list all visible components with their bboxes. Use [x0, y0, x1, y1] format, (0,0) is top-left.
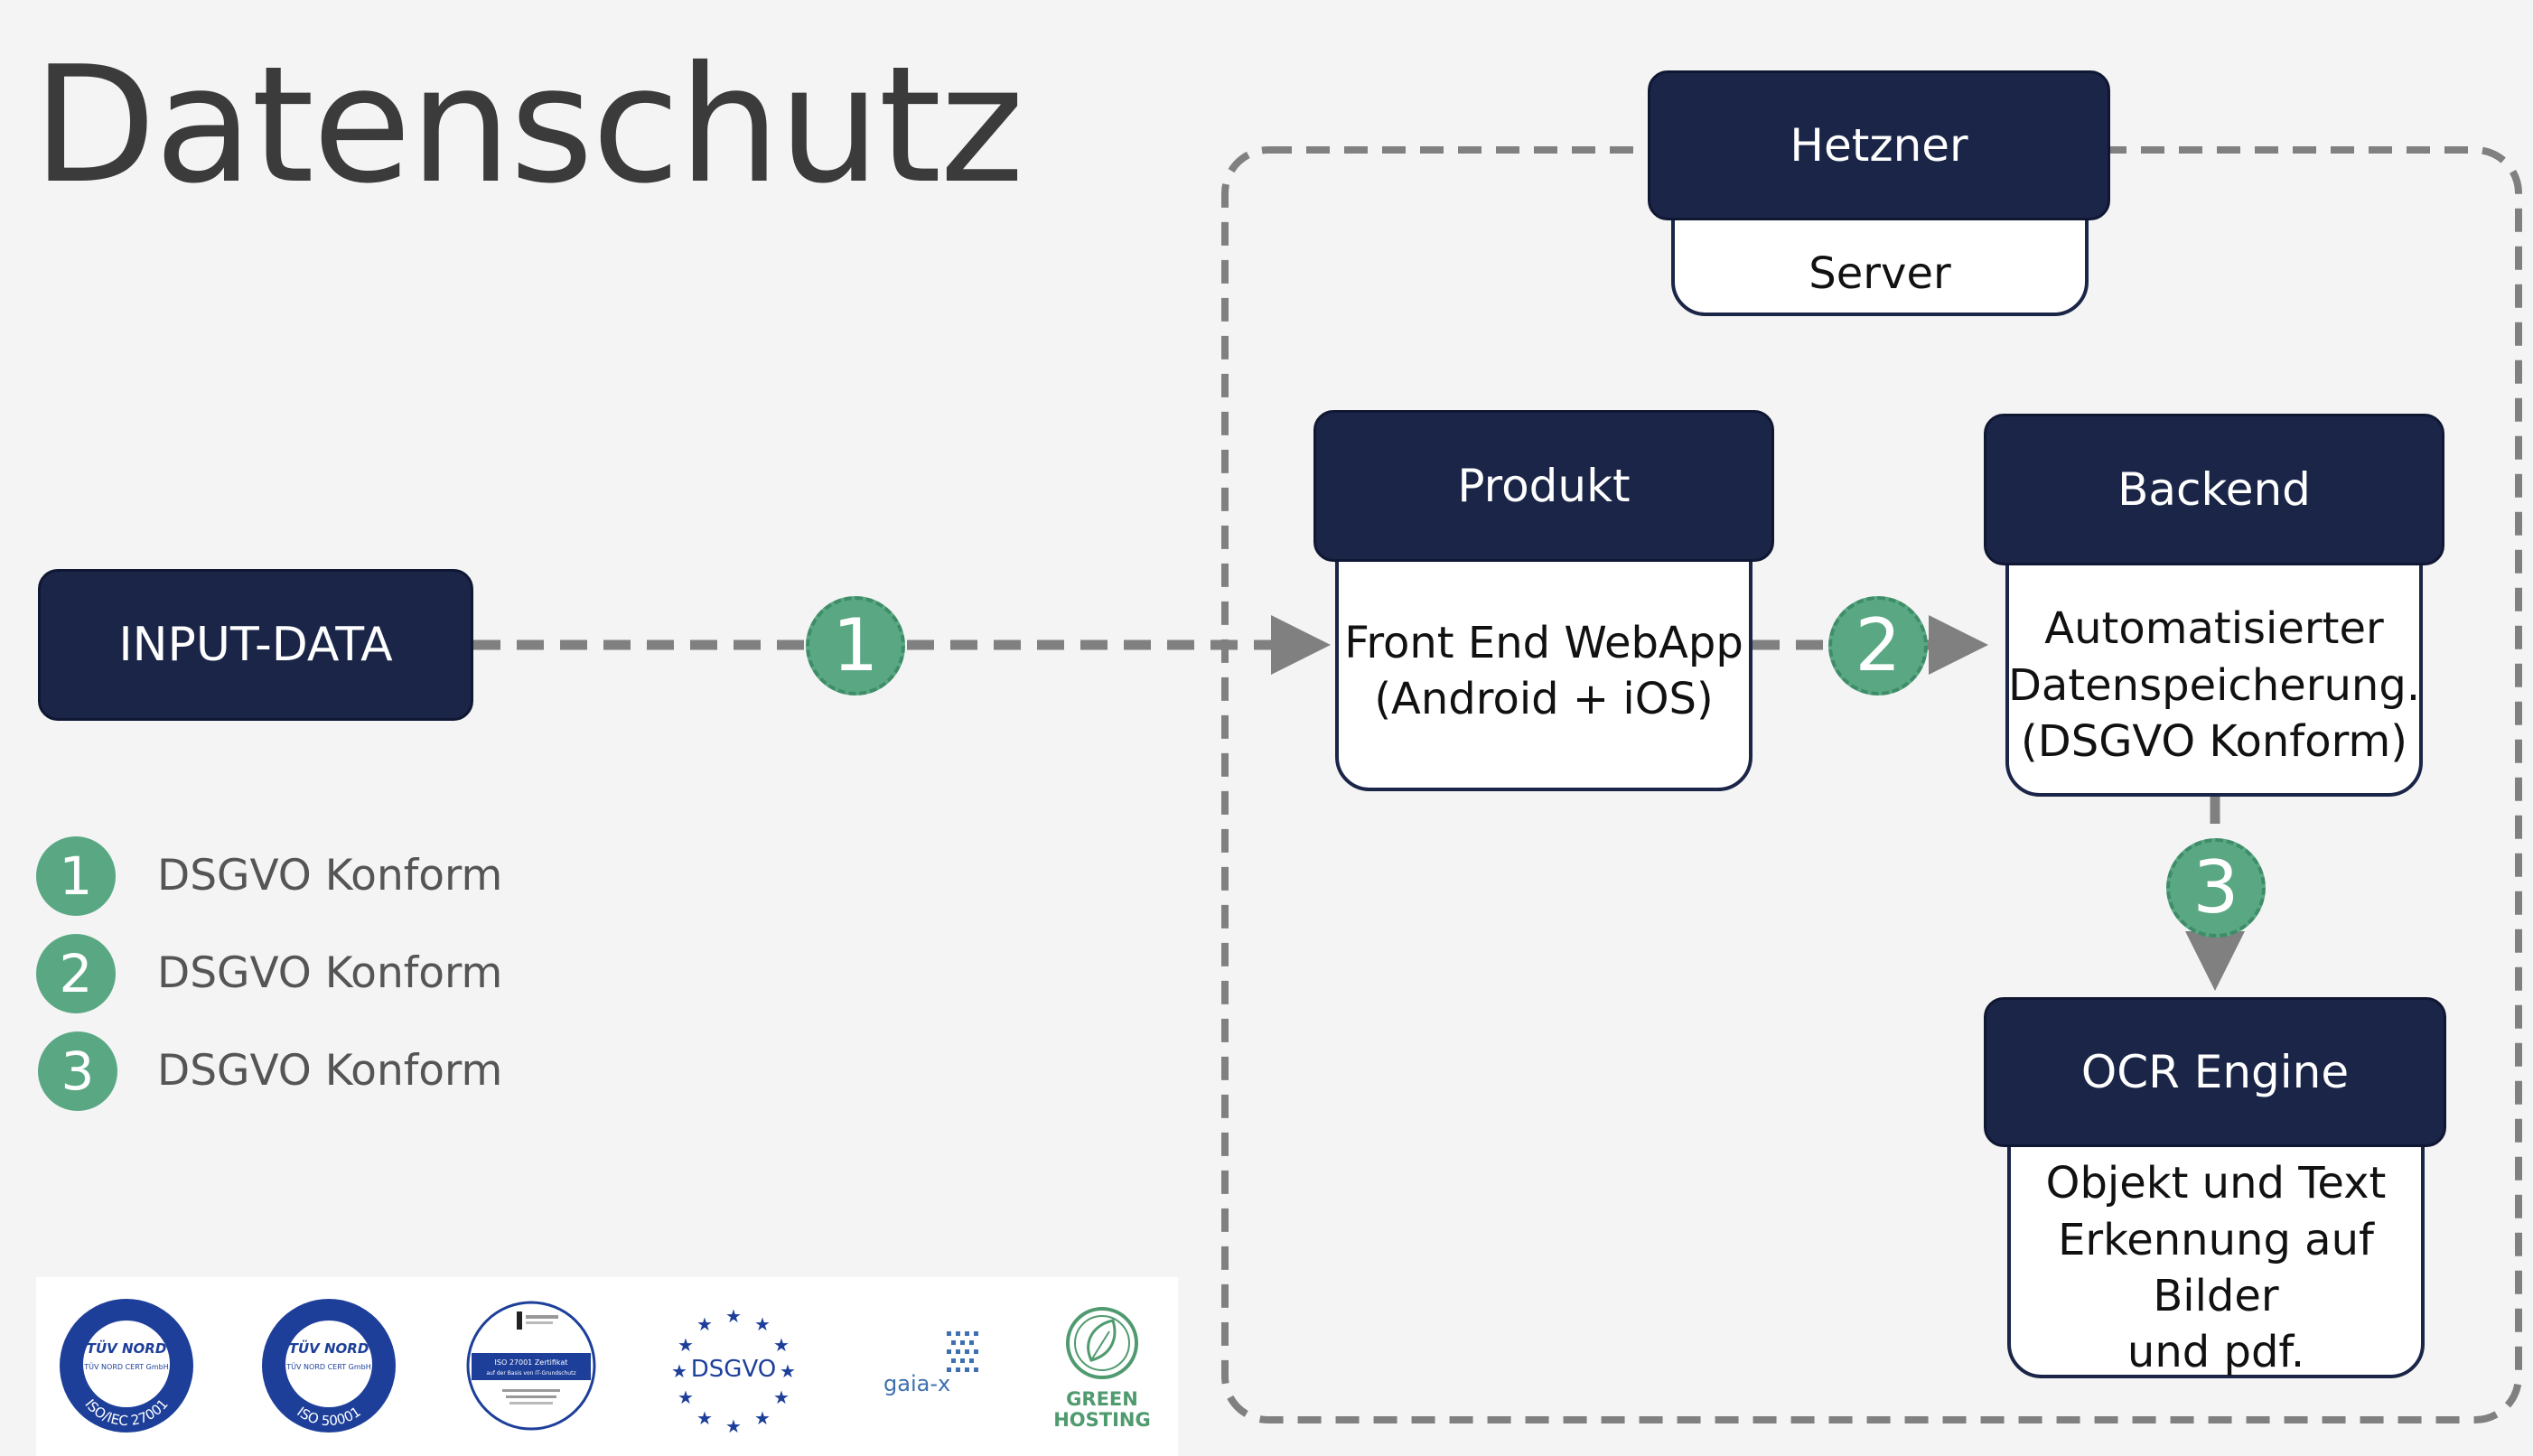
- backend-body: Automatisierter Datenspeicherung. (DSGVO…: [2005, 547, 2423, 797]
- tuv-nord-iso50001-logo: TÜV NORD TÜV NORD CERT GmbH ISO 50001: [262, 1299, 396, 1433]
- legend-badge-3: 3: [38, 1031, 117, 1111]
- svg-text:gaia-x: gaia-x: [883, 1371, 950, 1396]
- legend-label-2: DSGVO Konform: [157, 948, 503, 998]
- svg-text:★: ★: [678, 1386, 694, 1408]
- step-badge-2: 2: [1828, 596, 1928, 695]
- legend-label-3: DSGVO Konform: [157, 1046, 503, 1096]
- certification-logos: TÜV NORD TÜV NORD CERT GmbH ISO/IEC 2700…: [36, 1277, 1178, 1456]
- svg-text:HOSTING: HOSTING: [1053, 1409, 1151, 1431]
- produkt-header: Produkt: [1313, 410, 1774, 562]
- svg-text:★: ★: [725, 1415, 742, 1437]
- step-badge-3: 3: [2166, 838, 2266, 938]
- svg-text:GREEN: GREEN: [1066, 1388, 1138, 1410]
- backend-header: Backend: [1984, 414, 2444, 565]
- svg-text:TÜV NORD CERT GmbH: TÜV NORD CERT GmbH: [83, 1362, 168, 1371]
- hetzner-boundary: [1221, 146, 2522, 1423]
- green-hosting-logo: GREEN HOSTING: [1053, 1307, 1151, 1431]
- svg-text:★: ★: [696, 1407, 713, 1429]
- svg-text:TÜV NORD: TÜV NORD: [87, 1339, 167, 1357]
- svg-text:★: ★: [780, 1360, 796, 1382]
- svg-text:★: ★: [725, 1305, 742, 1327]
- svg-text:★: ★: [678, 1334, 694, 1356]
- svg-text:TÜV NORD: TÜV NORD: [289, 1339, 369, 1357]
- svg-text:★: ★: [754, 1313, 771, 1335]
- gaia-x-logo: gaia-x: [883, 1331, 978, 1396]
- dsgvo-eu-logo: ★ ★ ★ ★ ★ ★ ★ ★ ★ ★ ★ ★ DSGVO: [671, 1305, 796, 1437]
- svg-text:DSGVO: DSGVO: [691, 1356, 776, 1383]
- svg-text:★: ★: [773, 1386, 790, 1408]
- legend-badge-1: 1: [36, 836, 116, 916]
- hetzner-header: Hetzner: [1648, 70, 2110, 220]
- bsi-iso27001-seal: ISO 27001 Zertifikat auf der Basis von I…: [466, 1301, 596, 1431]
- svg-text:★: ★: [696, 1313, 713, 1335]
- produkt-body: Front End WebApp (Android + iOS): [1335, 542, 1753, 791]
- svg-text:★: ★: [671, 1360, 687, 1382]
- svg-text:★: ★: [754, 1407, 771, 1429]
- step-badge-1: 1: [806, 596, 905, 695]
- svg-text:ISO 27001 Zertifikat: ISO 27001 Zertifikat: [495, 1358, 568, 1367]
- ocr-header: OCR Engine: [1984, 997, 2446, 1147]
- svg-text:TÜV NORD CERT GmbH: TÜV NORD CERT GmbH: [285, 1362, 370, 1371]
- page-title: Datenschutz: [33, 32, 1024, 219]
- svg-text:★: ★: [773, 1334, 790, 1356]
- tuv-nord-iso27001-logo: TÜV NORD TÜV NORD CERT GmbH ISO/IEC 2700…: [60, 1299, 193, 1433]
- input-data-box: INPUT-DATA: [38, 569, 473, 721]
- svg-text:auf der Basis von IT-Grundschu: auf der Basis von IT-Grundschutz: [486, 1370, 575, 1377]
- legend-label-1: DSGVO Konform: [157, 851, 503, 901]
- legend-badge-2: 2: [36, 934, 116, 1013]
- ocr-body: Objekt und Text Erkennung auf Bilder und…: [2007, 1131, 2425, 1378]
